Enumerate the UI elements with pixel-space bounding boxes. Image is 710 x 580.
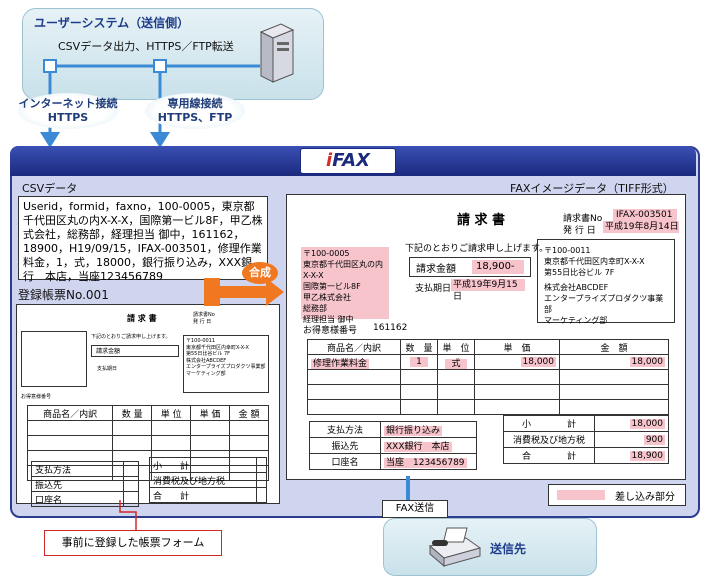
legend-swatch (557, 490, 605, 500)
issue-date-value: 平成19年8月14日 (603, 221, 679, 233)
leased-line-protocol: HTTPS、FTP (157, 111, 233, 124)
registered-meta-date: 発 行 日 (193, 319, 212, 325)
item-table: 商品名／内訳 数 量 単 位 単 価 金 額 修理作業料金 1 式 18,000… (307, 339, 669, 415)
registered-meta-no: 請求書No (193, 312, 215, 318)
invoice-no-label: 請求書No (563, 214, 603, 224)
legend-label: 差し込み部分 (615, 492, 675, 503)
amount-label: 請求金額 (416, 264, 456, 275)
leased-line-label: 専用線接続 (167, 97, 223, 110)
csv-label: CSVデータ (22, 182, 78, 195)
registered-company-box: 〒100-0011 東京都千代田区内幸町X-X-X 第55日比谷ビル 7F 株式… (183, 335, 269, 393)
customer-no-label: お得意様番号 (303, 326, 358, 336)
registered-total-table: 小 計 消費税及び地方税 合 計 (148, 457, 267, 503)
registered-form-label: 登録帳票No.001 (18, 288, 109, 302)
internet-connection: インターネット接続 HTTPS (18, 93, 118, 129)
csv-content: Userid，formid，faxno，100-0005，東京都千代田区丸の内X… (18, 196, 268, 283)
table-row: 修理作業料金 1 式 18,000 18,000 (307, 354, 669, 370)
issue-date-label: 発 行 日 (563, 226, 596, 236)
merge-label: 合成 (242, 262, 278, 284)
registered-due: 支払期日 (97, 366, 118, 372)
callout-pointer (119, 500, 137, 530)
fax-intro: 下記のとおりご請求申し上げます。 (405, 244, 549, 254)
registered-pay-table: 支払方法 振込先 口座名 (30, 461, 139, 507)
legend: 差し込み部分 (548, 484, 686, 506)
recipient-address: 〒100-0005 東京都千代田区丸の内X-X-X 国際第一ビル8F 甲乙株式会… (301, 247, 389, 324)
merge-arrow (204, 278, 284, 306)
flow-text: CSVデータ出力、HTTPS／FTP転送 (58, 40, 234, 53)
due-label: 支払期日 (415, 284, 452, 294)
internet-connection-protocol: HTTPS (47, 111, 89, 124)
registered-form-callout: 事前に登録した帳票フォーム (44, 530, 222, 556)
fax-send-label: FAX送信 (382, 500, 448, 518)
fax-machine-icon (428, 527, 482, 568)
server-icon (259, 23, 295, 83)
fax-title: 請 求 書 (457, 213, 506, 228)
invoice-no-value: IFAX-003501 (613, 209, 677, 221)
registered-title: 請 求 書 (127, 314, 157, 323)
registered-form: 請 求 書 請求書No 発 行 日 下記のとおりご請求申し上げます。 請求金額 … (16, 304, 280, 507)
ifax-logo: iFAX (300, 148, 396, 174)
destination-label: 送信先 (490, 542, 527, 556)
registered-address-box (21, 331, 87, 387)
registered-amount: 請求金額 (91, 345, 179, 357)
registered-customer-no: お得意様番号 (21, 394, 52, 400)
user-system-title: ユーザーシステム（送信側） (34, 16, 190, 30)
customer-no-value: 161162 (373, 323, 408, 333)
amount-value: 18,900- (472, 260, 524, 274)
sender-company-box: 〒100-0011 東京都千代田区内幸町X-X-X 第55日比谷ビル 7F 株式… (537, 239, 675, 325)
leased-line-connection: 専用線接続 HTTPS、FTP (145, 93, 245, 129)
destination-box (383, 518, 597, 576)
amount-box: 請求金額 18,900- (409, 257, 531, 277)
fax-image-document: 請 求 書 請求書No IFAX-003501 発 行 日 平成19年8月14日… (286, 194, 686, 480)
due-value: 平成19年9月15日 (451, 279, 525, 302)
internet-connection-label: インターネット接続 (18, 97, 118, 110)
fax-image-label: FAXイメージデータ（TIFF形式） (510, 182, 674, 195)
registered-intro: 下記のとおりご請求申し上げます。 (91, 334, 171, 340)
